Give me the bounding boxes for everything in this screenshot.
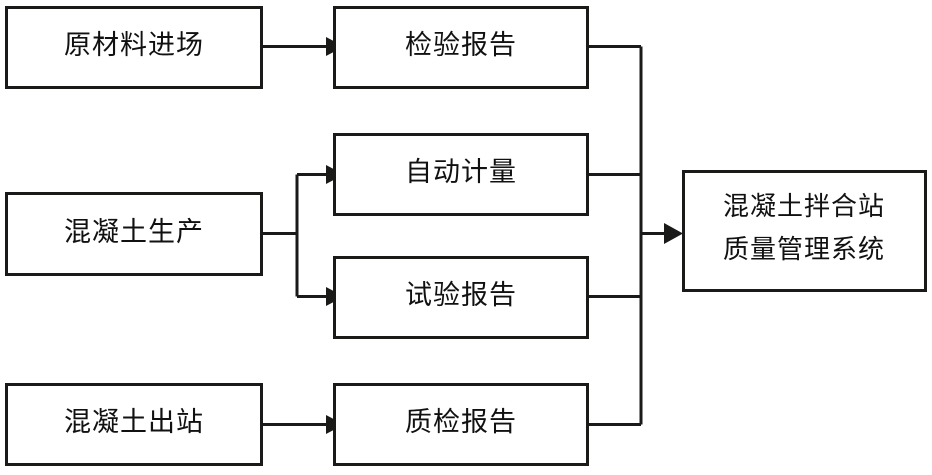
node-label-test-report: 试验报告 (405, 280, 517, 310)
node-quality-inspection-report[interactable]: 质检报告 (333, 383, 589, 466)
edge-dispatch-to-quality-report (262, 415, 344, 434)
node-concrete-production[interactable]: 混凝土生产 (5, 192, 263, 276)
node-test-report[interactable]: 试验报告 (333, 256, 589, 339)
node-raw-material-entry[interactable]: 原材料进场 (5, 6, 263, 89)
node-label-automatic-metering: 自动计量 (405, 157, 517, 187)
node-quality-management-system[interactable]: 混凝土拌合站 质量管理系统 (682, 170, 927, 292)
node-label-concrete-production: 混凝土生产 (64, 217, 204, 247)
node-automatic-metering[interactable]: 自动计量 (333, 133, 589, 216)
edge-production-split-bus (262, 174, 299, 297)
node-label-system-line1: 混凝土拌合站 (723, 192, 885, 221)
node-label-concrete-dispatch: 混凝土出站 (64, 407, 204, 437)
node-label-inspection-report: 检验报告 (405, 30, 517, 60)
edge-merge-bus-to-system (588, 45, 683, 426)
node-concrete-dispatch[interactable]: 混凝土出站 (5, 383, 263, 466)
node-inspection-report[interactable]: 检验报告 (333, 6, 589, 89)
node-label-quality-inspection-report: 质检报告 (405, 407, 517, 437)
node-label-system-line2: 质量管理系统 (723, 235, 885, 264)
node-label-raw-material-entry: 原材料进场 (64, 30, 204, 60)
edge-raw-material-to-inspection (262, 37, 344, 56)
